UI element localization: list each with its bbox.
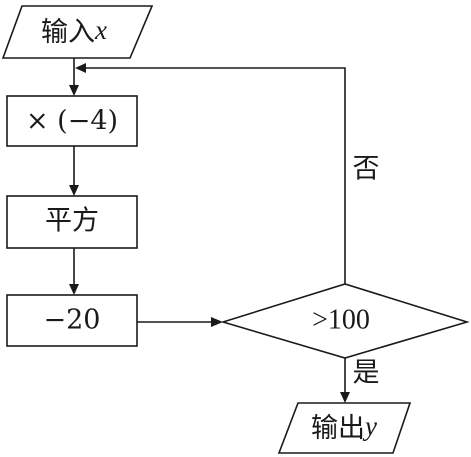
arrowhead bbox=[69, 185, 79, 196]
output-variable: y bbox=[362, 411, 377, 441]
arrowhead bbox=[69, 284, 79, 295]
square-box bbox=[6, 195, 138, 249]
branch-yes-label: 是 bbox=[353, 358, 380, 389]
output-parallelogram bbox=[277, 402, 412, 454]
input-text: 输入 bbox=[41, 17, 95, 48]
connector-loop-no bbox=[84, 67, 346, 284]
output-text: 输出 bbox=[311, 413, 365, 444]
subtract-box bbox=[6, 294, 138, 347]
arrowhead bbox=[75, 63, 86, 73]
input-label: 输入x bbox=[41, 15, 107, 47]
arrowhead bbox=[340, 392, 350, 403]
decision-label: >100 bbox=[312, 304, 370, 335]
branch-no-label: 否 bbox=[353, 154, 380, 185]
arrowhead bbox=[69, 85, 79, 96]
decision-diamond bbox=[220, 283, 470, 359]
square-label: 平方 bbox=[45, 206, 99, 237]
output-label: 输出y bbox=[311, 411, 377, 443]
input-parallelogram bbox=[1, 5, 154, 59]
arrowhead bbox=[211, 317, 223, 327]
multiply-box bbox=[6, 95, 138, 147]
input-variable: x bbox=[94, 15, 107, 45]
multiply-label: × (−4) bbox=[26, 106, 118, 137]
subtract-label: −20 bbox=[44, 305, 101, 336]
